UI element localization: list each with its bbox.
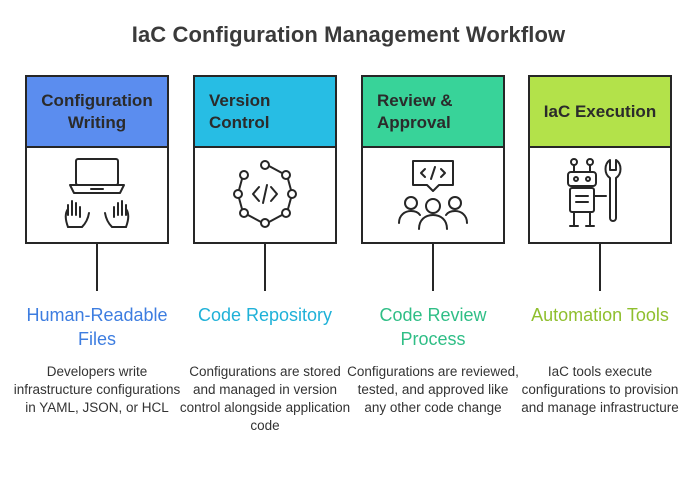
stage-description: Configurations are reviewed, tested, and… bbox=[347, 364, 519, 415]
stage-description: IaC tools execute configurations to prov… bbox=[521, 364, 679, 415]
stage-header: Version Control bbox=[195, 77, 335, 148]
stage-header-label: Review & Approval bbox=[377, 90, 453, 132]
stage-review-approval: Review & Approval Code Review Process Co… bbox=[347, 75, 519, 415]
code-network-icon bbox=[195, 148, 335, 240]
stage-card: Review & Approval bbox=[361, 75, 505, 244]
stage-iac-execution: IaC Execution bbox=[521, 75, 679, 415]
stage-header: Configuration Writing bbox=[27, 77, 167, 148]
stage-configuration-writing: Configuration Writing bbox=[14, 75, 180, 415]
connector-line bbox=[432, 242, 434, 291]
stage-subtitle: Code Review Process bbox=[379, 305, 487, 349]
stage-description: Configurations are stored and managed in… bbox=[179, 364, 351, 433]
stage-subtitle: Human-Readable Files bbox=[26, 305, 168, 349]
stage-header: IaC Execution bbox=[530, 77, 670, 148]
stage-version-control: Version Control bbox=[180, 75, 350, 433]
stage-description: Developers write infrastructure configur… bbox=[13, 364, 181, 415]
connector-line bbox=[96, 242, 98, 291]
stage-card: Configuration Writing bbox=[25, 75, 169, 244]
stage-card: IaC Execution bbox=[528, 75, 672, 244]
stage-header-label: Configuration Writing bbox=[41, 90, 153, 132]
connector-line bbox=[599, 242, 601, 291]
robot-wrench-icon bbox=[530, 148, 670, 240]
laptop-typing-icon bbox=[27, 148, 167, 240]
team-code-review-icon bbox=[363, 148, 503, 240]
diagram-title: IaC Configuration Management Workflow bbox=[131, 22, 566, 47]
stage-header: Review & Approval bbox=[363, 77, 503, 148]
stage-subtitle: Code Repository bbox=[197, 305, 333, 325]
connector-line bbox=[264, 242, 266, 291]
stage-subtitle: Automation Tools bbox=[531, 305, 669, 325]
stage-card: Version Control bbox=[193, 75, 337, 244]
stage-header-label: Version Control bbox=[209, 90, 271, 132]
stage-header-label: IaC Execution bbox=[543, 101, 657, 121]
